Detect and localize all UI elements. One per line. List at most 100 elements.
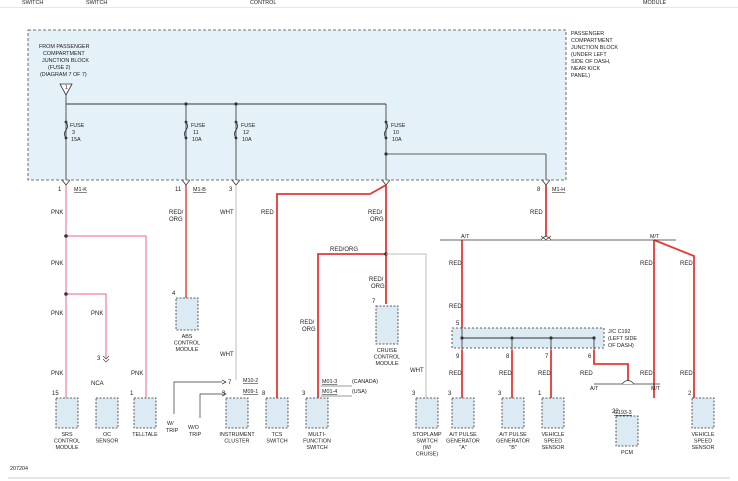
- pin-label: 1: [538, 391, 542, 397]
- component-label: MODULE: [375, 361, 398, 367]
- svg-text:11: 11: [175, 187, 182, 193]
- svg-text:(CANADA): (CANADA): [352, 379, 378, 385]
- fuse-10: FUSE 10 10A: [384, 104, 547, 180]
- svg-text:6: 6: [588, 354, 592, 360]
- svg-text:1: 1: [58, 187, 62, 193]
- svg-text:M01-3: M01-3: [322, 379, 337, 385]
- svg-text:(UNDER LEFT: (UNDER LEFT: [571, 52, 607, 58]
- component-label: SPEED: [694, 439, 712, 445]
- svg-text:PNK: PNK: [51, 210, 63, 216]
- jb-input-arrow: [59, 83, 73, 96]
- svg-text:1: 1: [65, 85, 68, 91]
- svg-text:M1-B: M1-B: [193, 187, 206, 193]
- svg-text:M1-K: M1-K: [74, 187, 87, 193]
- component-label: "B": [509, 445, 517, 451]
- svg-text:(DIAGRAM 7 OF 7): (DIAGRAM 7 OF 7): [40, 72, 87, 78]
- svg-text:RED: RED: [680, 261, 693, 267]
- fuse-12: FUSE 12 10A: [234, 104, 256, 180]
- svg-text:10A: 10A: [242, 137, 252, 143]
- component-label: VEHICLE: [541, 432, 564, 438]
- svg-text:RED: RED: [640, 261, 653, 267]
- top-label-control: CONTROL: [250, 0, 276, 6]
- svg-text:RED: RED: [680, 371, 693, 377]
- svg-text:ORG: ORG: [169, 217, 183, 223]
- svg-text:RED: RED: [449, 261, 462, 267]
- component-label: CONTROL: [374, 355, 400, 361]
- component-label: OC: [103, 432, 111, 438]
- svg-text:SIDE OF DASH,: SIDE OF DASH,: [571, 59, 611, 65]
- svg-text:COMPARTMENT: COMPARTMENT: [571, 38, 613, 44]
- svg-text:(FUSE 2): (FUSE 2): [48, 65, 71, 71]
- component-label: FUNCTION: [303, 439, 331, 445]
- svg-text:M01-4: M01-4: [322, 389, 337, 395]
- component-label: STOPLAMP: [412, 432, 442, 438]
- svg-text:RED: RED: [261, 210, 274, 216]
- svg-text:11: 11: [193, 130, 199, 136]
- svg-text:RED/: RED/: [369, 277, 384, 283]
- svg-text:NCA: NCA: [91, 381, 104, 387]
- svg-text:PASSENGER: PASSENGER: [571, 31, 604, 37]
- svg-text:RED: RED: [580, 371, 593, 377]
- svg-text:M/T: M/T: [651, 386, 661, 392]
- component-label: VEHICLE: [691, 432, 714, 438]
- component-label: SPEED: [544, 439, 562, 445]
- svg-text:10A: 10A: [192, 137, 202, 143]
- component-label: SWITCH: [306, 445, 327, 451]
- wire-color-labels: PNK PNK PNK PNK PNK PNK NCA RED/ ORG WHT…: [51, 210, 693, 387]
- svg-text:M1-H: M1-H: [552, 187, 565, 193]
- svg-text:WHT: WHT: [220, 352, 234, 358]
- svg-text:RED/: RED/: [300, 320, 315, 326]
- component-label: "A": [459, 445, 467, 451]
- component-label: INSTRUMENT: [219, 432, 255, 438]
- pin-label: 7: [372, 299, 376, 305]
- svg-text:RED: RED: [640, 371, 653, 377]
- component-label: A/T PULSE: [499, 432, 527, 438]
- component-label: CONTROL: [174, 341, 200, 347]
- jb-left-label: FROM PASSENGER COMPARTMENT JUNCTION BLOC…: [39, 44, 90, 78]
- component-label: MODULE: [175, 347, 198, 353]
- component-label: SENSOR: [542, 445, 565, 451]
- svg-text:PNK: PNK: [91, 311, 103, 317]
- svg-text:RED/: RED/: [169, 210, 184, 216]
- pin-label: 2: [688, 391, 692, 397]
- fuse-11: FUSE 11 10A: [184, 104, 206, 180]
- svg-text:TRIP: TRIP: [189, 432, 202, 438]
- pin-label: 4: [172, 291, 176, 297]
- component-label: PCM: [621, 450, 633, 456]
- svg-text:WHT: WHT: [220, 210, 234, 216]
- svg-text:10A: 10A: [392, 137, 402, 143]
- pin-label: 3: [222, 391, 226, 397]
- svg-text:10: 10: [393, 130, 399, 136]
- svg-text:3: 3: [97, 356, 101, 362]
- junction-block: [27, 29, 567, 181]
- svg-text:NEAR KICK: NEAR KICK: [571, 66, 600, 72]
- pin-label: 15: [52, 391, 59, 397]
- red-wires: [276, 184, 695, 398]
- svg-text:TRIP: TRIP: [166, 428, 179, 434]
- svg-text:W/: W/: [167, 421, 174, 427]
- component-label: SRS: [61, 432, 72, 438]
- svg-text:RED: RED: [449, 304, 462, 310]
- svg-text:FUSE: FUSE: [391, 123, 406, 129]
- pin-label: 8: [262, 391, 266, 397]
- svg-text:(USA): (USA): [352, 389, 367, 395]
- pin-label: 1: [130, 391, 134, 397]
- svg-text:12: 12: [243, 130, 249, 136]
- component-label: CRUISE): [416, 452, 438, 458]
- svg-text:RED/ORG: RED/ORG: [330, 247, 358, 253]
- component-label: MULTI-: [308, 432, 326, 438]
- component-label: ABS: [182, 334, 193, 340]
- svg-text:RED/: RED/: [368, 210, 383, 216]
- component-label: GENERATOR: [446, 439, 480, 445]
- svg-text:JUNCTION BLOCK: JUNCTION BLOCK: [42, 58, 89, 64]
- svg-text:FROM PASSENGER: FROM PASSENGER: [39, 44, 90, 50]
- svg-text:RED: RED: [538, 371, 551, 377]
